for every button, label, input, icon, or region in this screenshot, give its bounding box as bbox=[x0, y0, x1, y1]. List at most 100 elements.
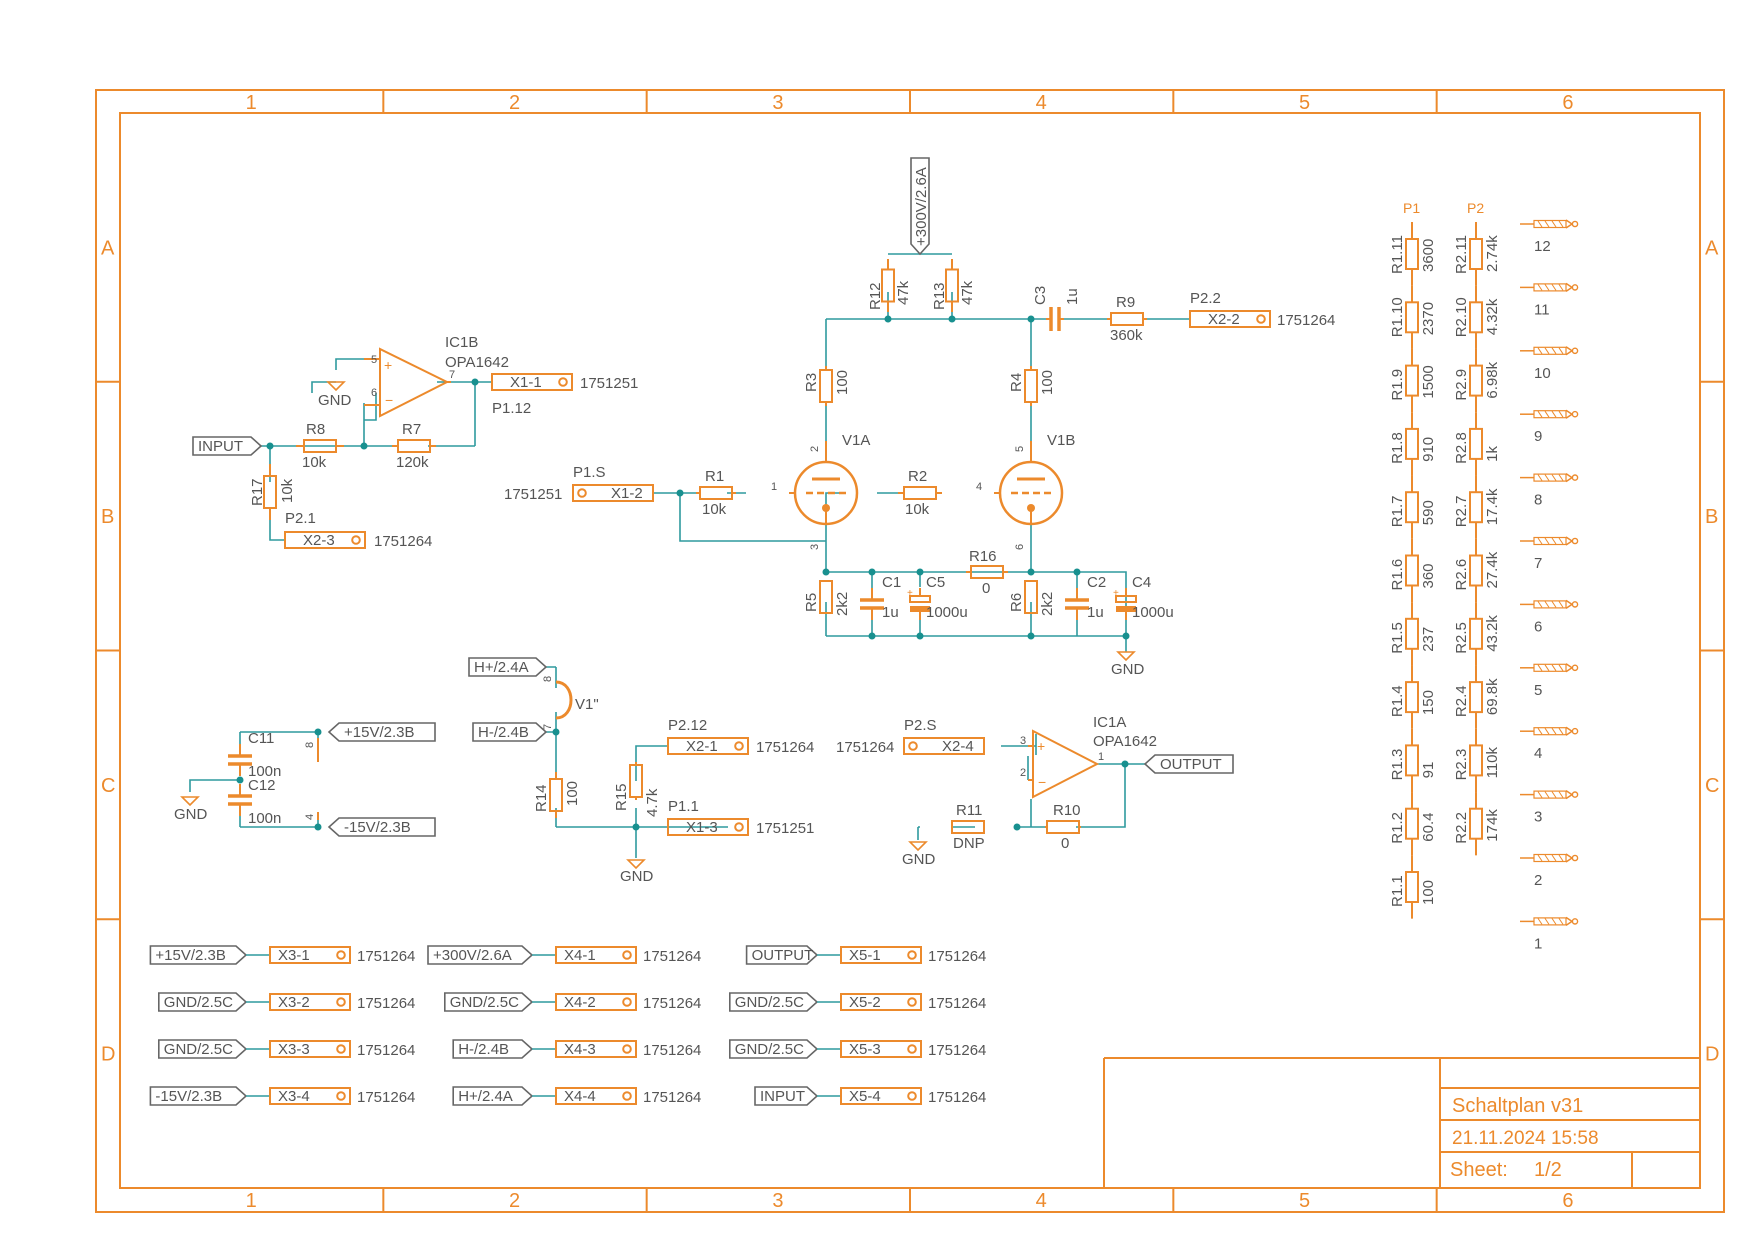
c1-name: C1 bbox=[882, 574, 901, 591]
r1-value: 10k bbox=[702, 501, 727, 518]
v1b-name: V1B bbox=[1047, 432, 1075, 449]
x2_4-pin: P2.S bbox=[904, 717, 937, 734]
ic1a-name: IC1A bbox=[1093, 714, 1126, 731]
ladder-resistor-name: R1.9 bbox=[1389, 369, 1406, 401]
row-label-left: A bbox=[101, 237, 115, 259]
r3-name: R3 bbox=[803, 373, 820, 392]
v1a-name: V1A bbox=[842, 432, 870, 449]
ground-label: GND bbox=[174, 806, 208, 823]
ic1b-name: IC1B bbox=[445, 334, 478, 351]
c11-name: C11 bbox=[248, 730, 274, 747]
column-label-top: 5 bbox=[1299, 92, 1310, 114]
c3-name: C3 bbox=[1032, 286, 1049, 305]
heater-pin-a: 8 bbox=[542, 676, 554, 682]
ladder-resistor-value: 2370 bbox=[1420, 302, 1437, 335]
bottom-port-label: H+/2.4A bbox=[458, 1088, 513, 1105]
r5-value: 2k2 bbox=[834, 592, 851, 616]
r14-name: R14 bbox=[533, 784, 550, 812]
ground-icon: GND bbox=[902, 841, 936, 868]
r6-name: R6 bbox=[1008, 593, 1025, 612]
junctions bbox=[236, 315, 1130, 831]
ladder-resistor-name: R1.1 bbox=[1389, 875, 1406, 907]
r10-name: R10 bbox=[1053, 802, 1081, 819]
ground-label: GND bbox=[318, 392, 352, 409]
supply-pin-8: 8 bbox=[304, 742, 316, 748]
x2_2-part: 1751264 bbox=[1277, 312, 1335, 329]
ladder-resistor-value: 69.8k bbox=[1484, 678, 1501, 715]
ground-icon: GND bbox=[174, 796, 208, 823]
v1b-pin-plate: 5 bbox=[1014, 446, 1026, 452]
x1_3-pin: P1.1 bbox=[668, 798, 699, 815]
bottom-connector-part: 1751264 bbox=[928, 948, 986, 965]
row-label-right: A bbox=[1705, 237, 1719, 259]
r12-value: 47k bbox=[895, 280, 912, 305]
bottom-connector-ref: X5-4 bbox=[849, 1088, 881, 1105]
sheet-number: 1/2 bbox=[1534, 1159, 1562, 1181]
port-h-plus: H+/2.4A bbox=[468, 657, 548, 677]
ic1a-pin-minus: 2 bbox=[1020, 767, 1026, 779]
switch-position: 5 bbox=[1520, 663, 1579, 699]
r1-name: R1 bbox=[705, 468, 724, 485]
ladder-resistor-value: 100 bbox=[1420, 880, 1437, 905]
x1_3-part: 1751251 bbox=[756, 820, 814, 837]
r8-value: 10k bbox=[302, 454, 327, 471]
switch-position-label: 3 bbox=[1534, 809, 1542, 826]
ground-label: GND bbox=[902, 851, 936, 868]
c5-value: 1000u bbox=[926, 604, 968, 621]
bottom-connector-part: 1751264 bbox=[928, 1042, 986, 1059]
port-plus15: +15V/2.3B bbox=[327, 722, 436, 742]
switch-position-label: 11 bbox=[1534, 301, 1550, 318]
ladder-resistor-name: R2.11 bbox=[1453, 235, 1470, 274]
switch-position-label: 9 bbox=[1534, 428, 1542, 445]
ladder-resistor-value: 1k bbox=[1484, 446, 1501, 462]
r16-value: 0 bbox=[982, 580, 990, 597]
x1_1-pin: P1.12 bbox=[492, 400, 531, 417]
port-hv: +300V/2.6A bbox=[910, 157, 930, 256]
bottom-port-label: GND/2.5C bbox=[735, 994, 804, 1011]
port-h-minus: H-/2.4B bbox=[472, 722, 548, 742]
v1b-pin-cathode: 6 bbox=[1014, 544, 1026, 550]
switch-position-label: 5 bbox=[1534, 682, 1542, 699]
port-plus15-label: +15V/2.3B bbox=[344, 724, 414, 741]
opamp-icon: + − 5 6 7 bbox=[364, 347, 455, 418]
bottom-connector-ref: X5-3 bbox=[849, 1041, 881, 1058]
r9-value: 360k bbox=[1110, 327, 1143, 344]
bottom-connector-part: 1751264 bbox=[643, 995, 701, 1012]
row-label-right: D bbox=[1705, 1044, 1719, 1066]
r13-value: 47k bbox=[959, 280, 976, 305]
c4-name: C4 bbox=[1132, 574, 1151, 591]
ladder-resistor-name: R1.11 bbox=[1389, 235, 1406, 274]
column-label-top: 6 bbox=[1562, 92, 1573, 114]
switch-position-label: 10 bbox=[1534, 365, 1551, 382]
ladder-resistor-name: R2.5 bbox=[1453, 622, 1470, 654]
row-label-left: C bbox=[101, 775, 115, 797]
switch-position: 7 bbox=[1520, 536, 1579, 572]
bottom-connector-ref: X3-1 bbox=[278, 947, 310, 964]
ladder-resistor-name: R2.2 bbox=[1453, 812, 1470, 844]
title-block: Schaltplan v31 21.11.2024 15:58 Sheet: 1… bbox=[1103, 1057, 1700, 1188]
switch-position-label: 4 bbox=[1534, 745, 1542, 762]
svg-text:−: − bbox=[385, 392, 393, 408]
v1a-pin-cathode: 3 bbox=[809, 544, 821, 550]
ladder-resistor-value: 43.2k bbox=[1484, 615, 1501, 652]
switch-position-label: 8 bbox=[1534, 492, 1542, 509]
row-label-left: B bbox=[101, 506, 114, 528]
